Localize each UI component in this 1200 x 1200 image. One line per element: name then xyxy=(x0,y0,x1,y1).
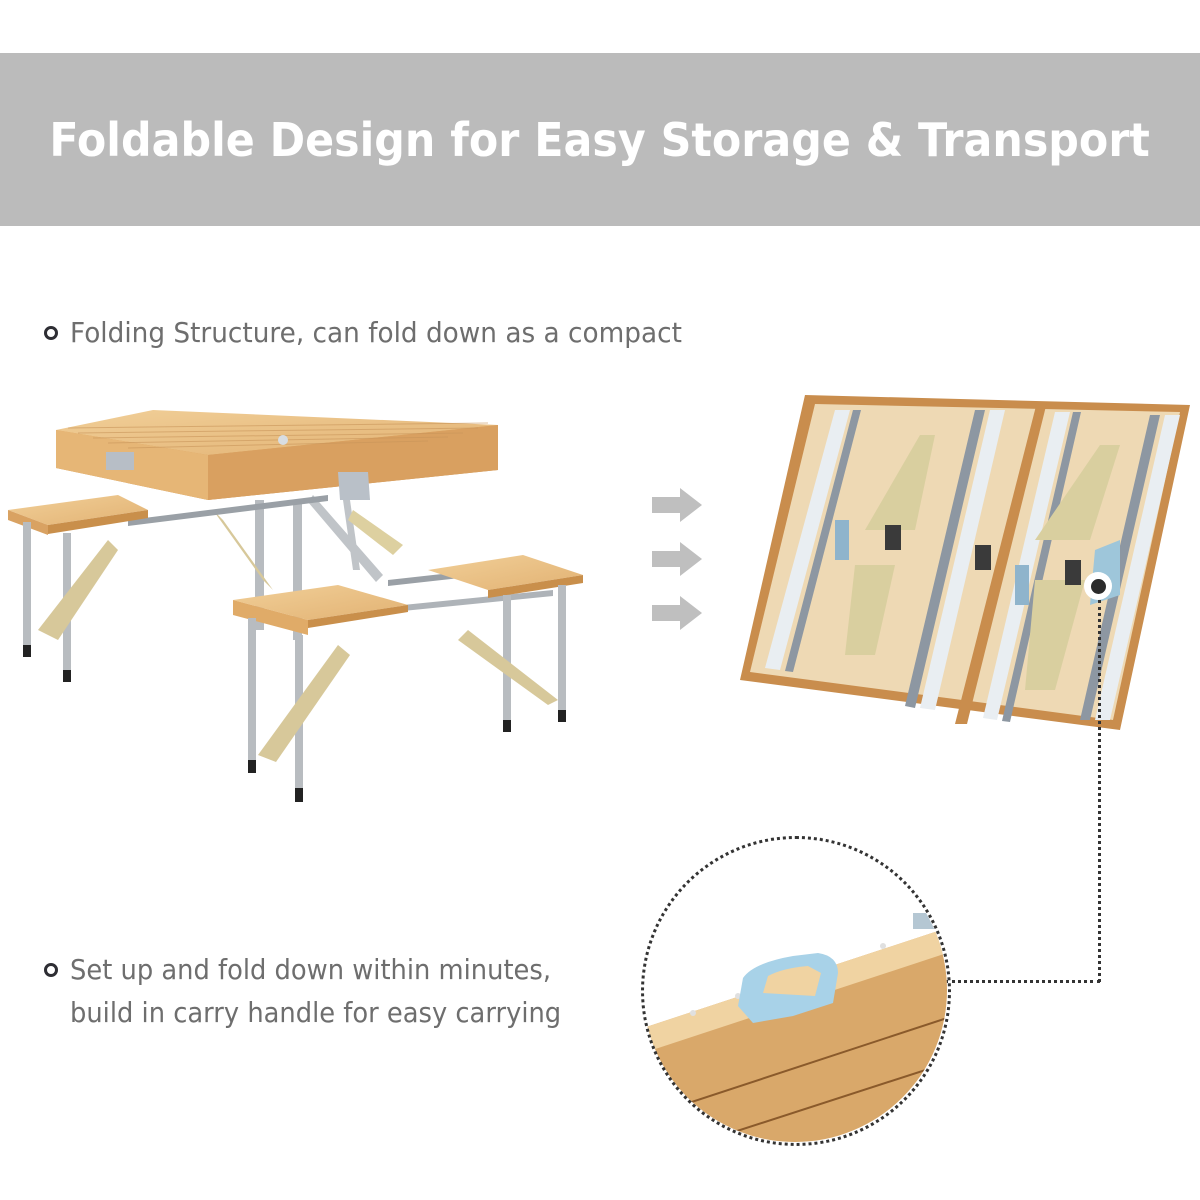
arrow-right-icon xyxy=(652,488,702,522)
title-banner: Foldable Design for Easy Storage & Trans… xyxy=(0,53,1200,226)
handle-closeup-border xyxy=(641,836,951,1146)
arrow-right-icon xyxy=(652,596,702,630)
ring-bullet-icon xyxy=(44,326,58,340)
feature-text: Set up and fold down within minutes, bui… xyxy=(70,948,561,1034)
callout-marker-icon xyxy=(1084,572,1112,600)
feature-text-line-1: Set up and fold down within minutes, xyxy=(70,953,552,986)
open-picnic-table-image xyxy=(8,410,583,802)
ring-bullet-icon xyxy=(44,963,58,977)
feature-bullet-folding: Folding Structure, can fold down as a co… xyxy=(44,311,721,354)
arrow-right-icon xyxy=(652,542,702,576)
arrow-group xyxy=(652,488,704,633)
folded-picnic-table-image xyxy=(740,395,1190,730)
feature-text: Folding Structure, can fold down as a co… xyxy=(70,316,682,349)
callout-connector-vertical xyxy=(1098,600,1101,982)
callout-marker-dot xyxy=(1090,578,1106,594)
feature-bullet-setup: Set up and fold down within minutes, bui… xyxy=(44,948,604,1034)
callout-connector-horizontal xyxy=(945,980,1100,983)
banner-title: Foldable Design for Easy Storage & Trans… xyxy=(49,112,1151,167)
feature-text-line-2: build in carry handle for easy carrying xyxy=(70,996,562,1029)
